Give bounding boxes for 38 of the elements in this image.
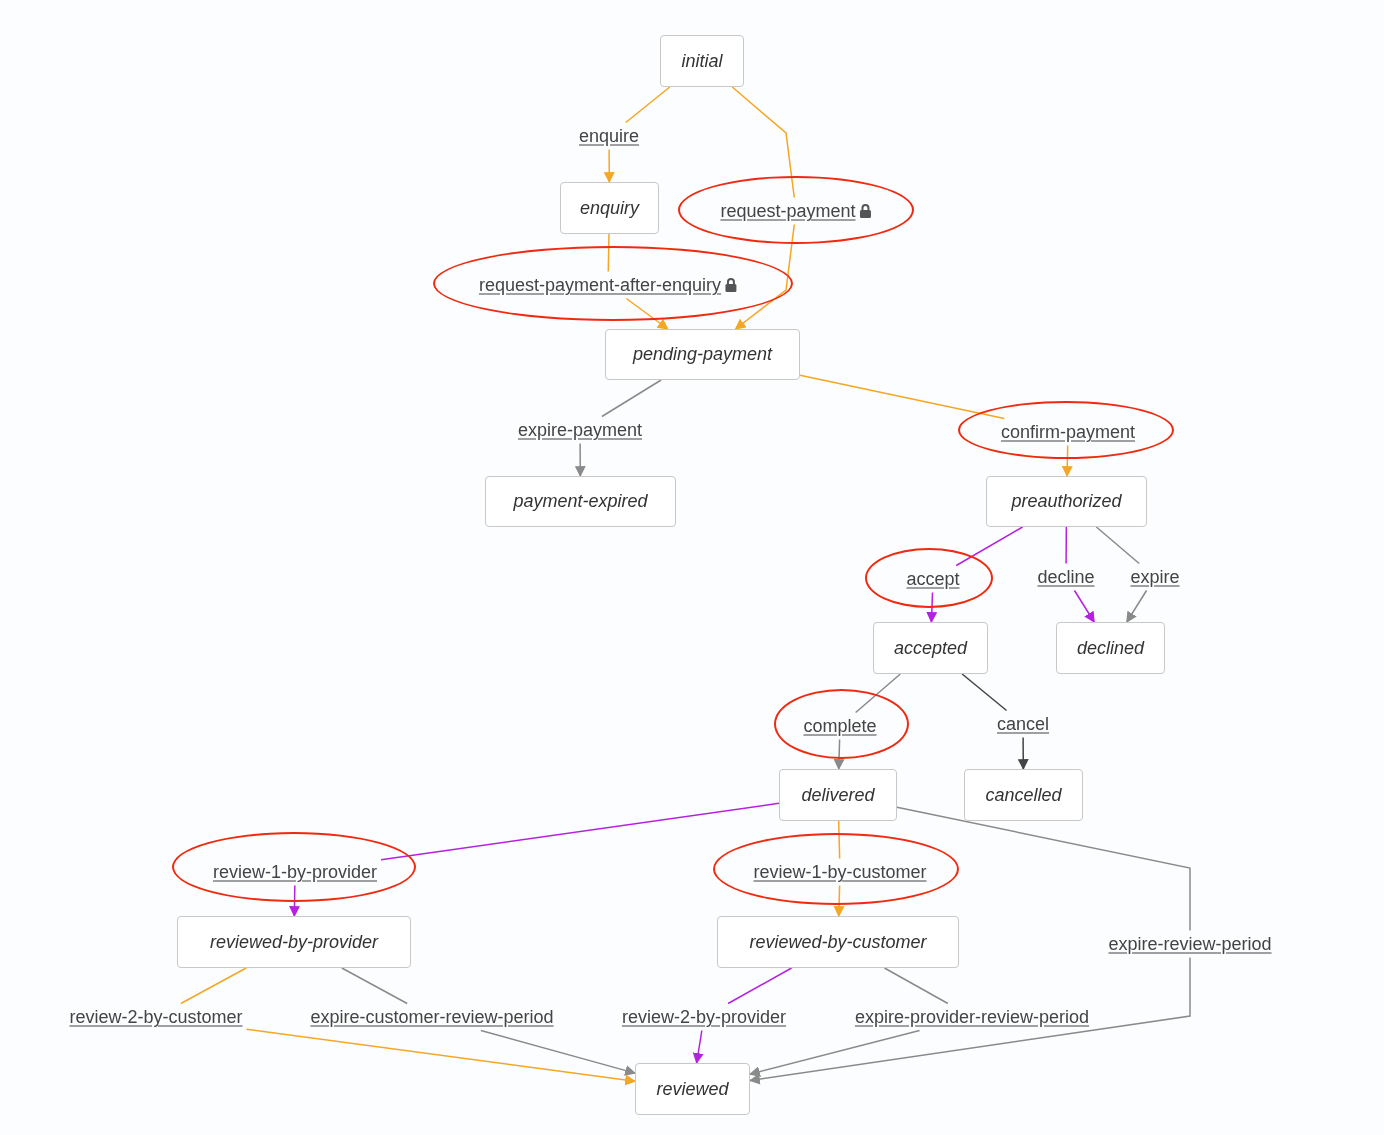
transition-arrow	[245, 1028, 637, 1086]
state-box: delivered	[779, 769, 897, 821]
state-box: payment-expired	[485, 476, 676, 527]
state-box: reviewed	[635, 1063, 750, 1115]
state-box: reviewed-by-customer	[717, 916, 959, 968]
transition-arrow	[1073, 589, 1095, 623]
state-box: cancelled	[964, 769, 1083, 821]
transition-arrow	[833, 738, 845, 771]
transition-arrow	[289, 884, 300, 918]
transition-arrow	[748, 956, 1191, 1085]
transition-arrow	[574, 442, 586, 478]
transition-link: request-payment	[720, 200, 856, 222]
state-box: pending-payment	[605, 329, 800, 380]
transition-arrow	[833, 884, 845, 918]
state-box: declined	[1056, 622, 1165, 674]
transition-arrow	[1126, 589, 1148, 623]
highlight-ellipse	[713, 833, 959, 905]
transition-arrow	[926, 591, 938, 624]
transition-arrow	[734, 223, 796, 330]
highlight-ellipse	[865, 548, 993, 608]
state-box: preauthorized	[986, 476, 1147, 527]
state-box: accepted	[873, 622, 988, 674]
state-box: initial	[660, 35, 744, 87]
transition-arrow	[1061, 444, 1073, 478]
highlight-ellipse	[172, 832, 416, 902]
transition-arrow	[480, 1029, 637, 1076]
transition-arrow	[603, 148, 615, 184]
highlight-ellipse	[678, 176, 914, 244]
transition-arrow	[625, 297, 669, 330]
transition-link: request-payment-after-enquiry	[478, 274, 722, 296]
state-box: reviewed-by-provider	[177, 916, 411, 968]
highlight-ellipse	[774, 689, 909, 759]
state-box: enquiry	[560, 182, 659, 234]
transition-arrow	[1017, 736, 1029, 771]
transition-arrow	[748, 1029, 921, 1078]
transition-arrow	[692, 1029, 704, 1065]
highlight-ellipse	[433, 246, 793, 321]
highlight-ellipse	[958, 401, 1174, 459]
